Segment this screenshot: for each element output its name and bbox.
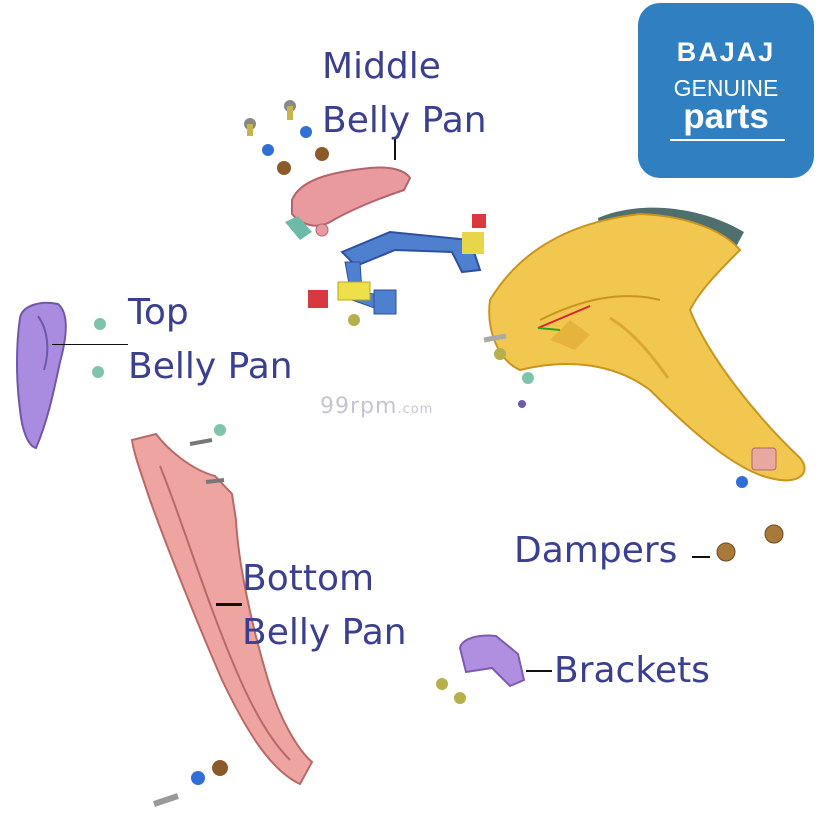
logo-parts: parts <box>683 97 769 136</box>
top-leader-line <box>52 344 128 345</box>
logo-genuine: GENUINE <box>673 75 779 101</box>
middle-leader-line <box>394 138 396 160</box>
damper-part <box>764 524 784 544</box>
bottom-leader-line <box>216 603 242 606</box>
frame-bracket <box>308 214 486 315</box>
middle-belly-pan-label: Middle Belly Pan <box>322 46 487 141</box>
middle-belly-pan-part <box>285 166 412 240</box>
brackets-label: Brackets <box>554 650 710 691</box>
watermark: 99rpm.com <box>320 394 434 419</box>
bottom-belly-pan-part <box>130 432 314 786</box>
bottom-belly-pan-label: Bottom Belly Pan <box>242 558 407 653</box>
bajaj-genuine-parts-logo: BAJAJ GENUINE parts <box>638 3 814 178</box>
bracket-part <box>458 634 526 688</box>
top-belly-pan-part <box>16 301 67 450</box>
logo-brand: BAJAJ <box>676 37 776 67</box>
logo-underline <box>670 139 785 141</box>
top-belly-pan-label: Top Belly Pan <box>128 292 293 387</box>
dampers-label: Dampers <box>514 530 678 571</box>
fairing-panel <box>488 207 806 488</box>
damper-part <box>716 542 736 562</box>
fairing-body <box>488 212 806 482</box>
fastener <box>92 100 534 807</box>
brackets-leader-line <box>526 670 552 672</box>
dampers-leader-line <box>692 556 710 558</box>
